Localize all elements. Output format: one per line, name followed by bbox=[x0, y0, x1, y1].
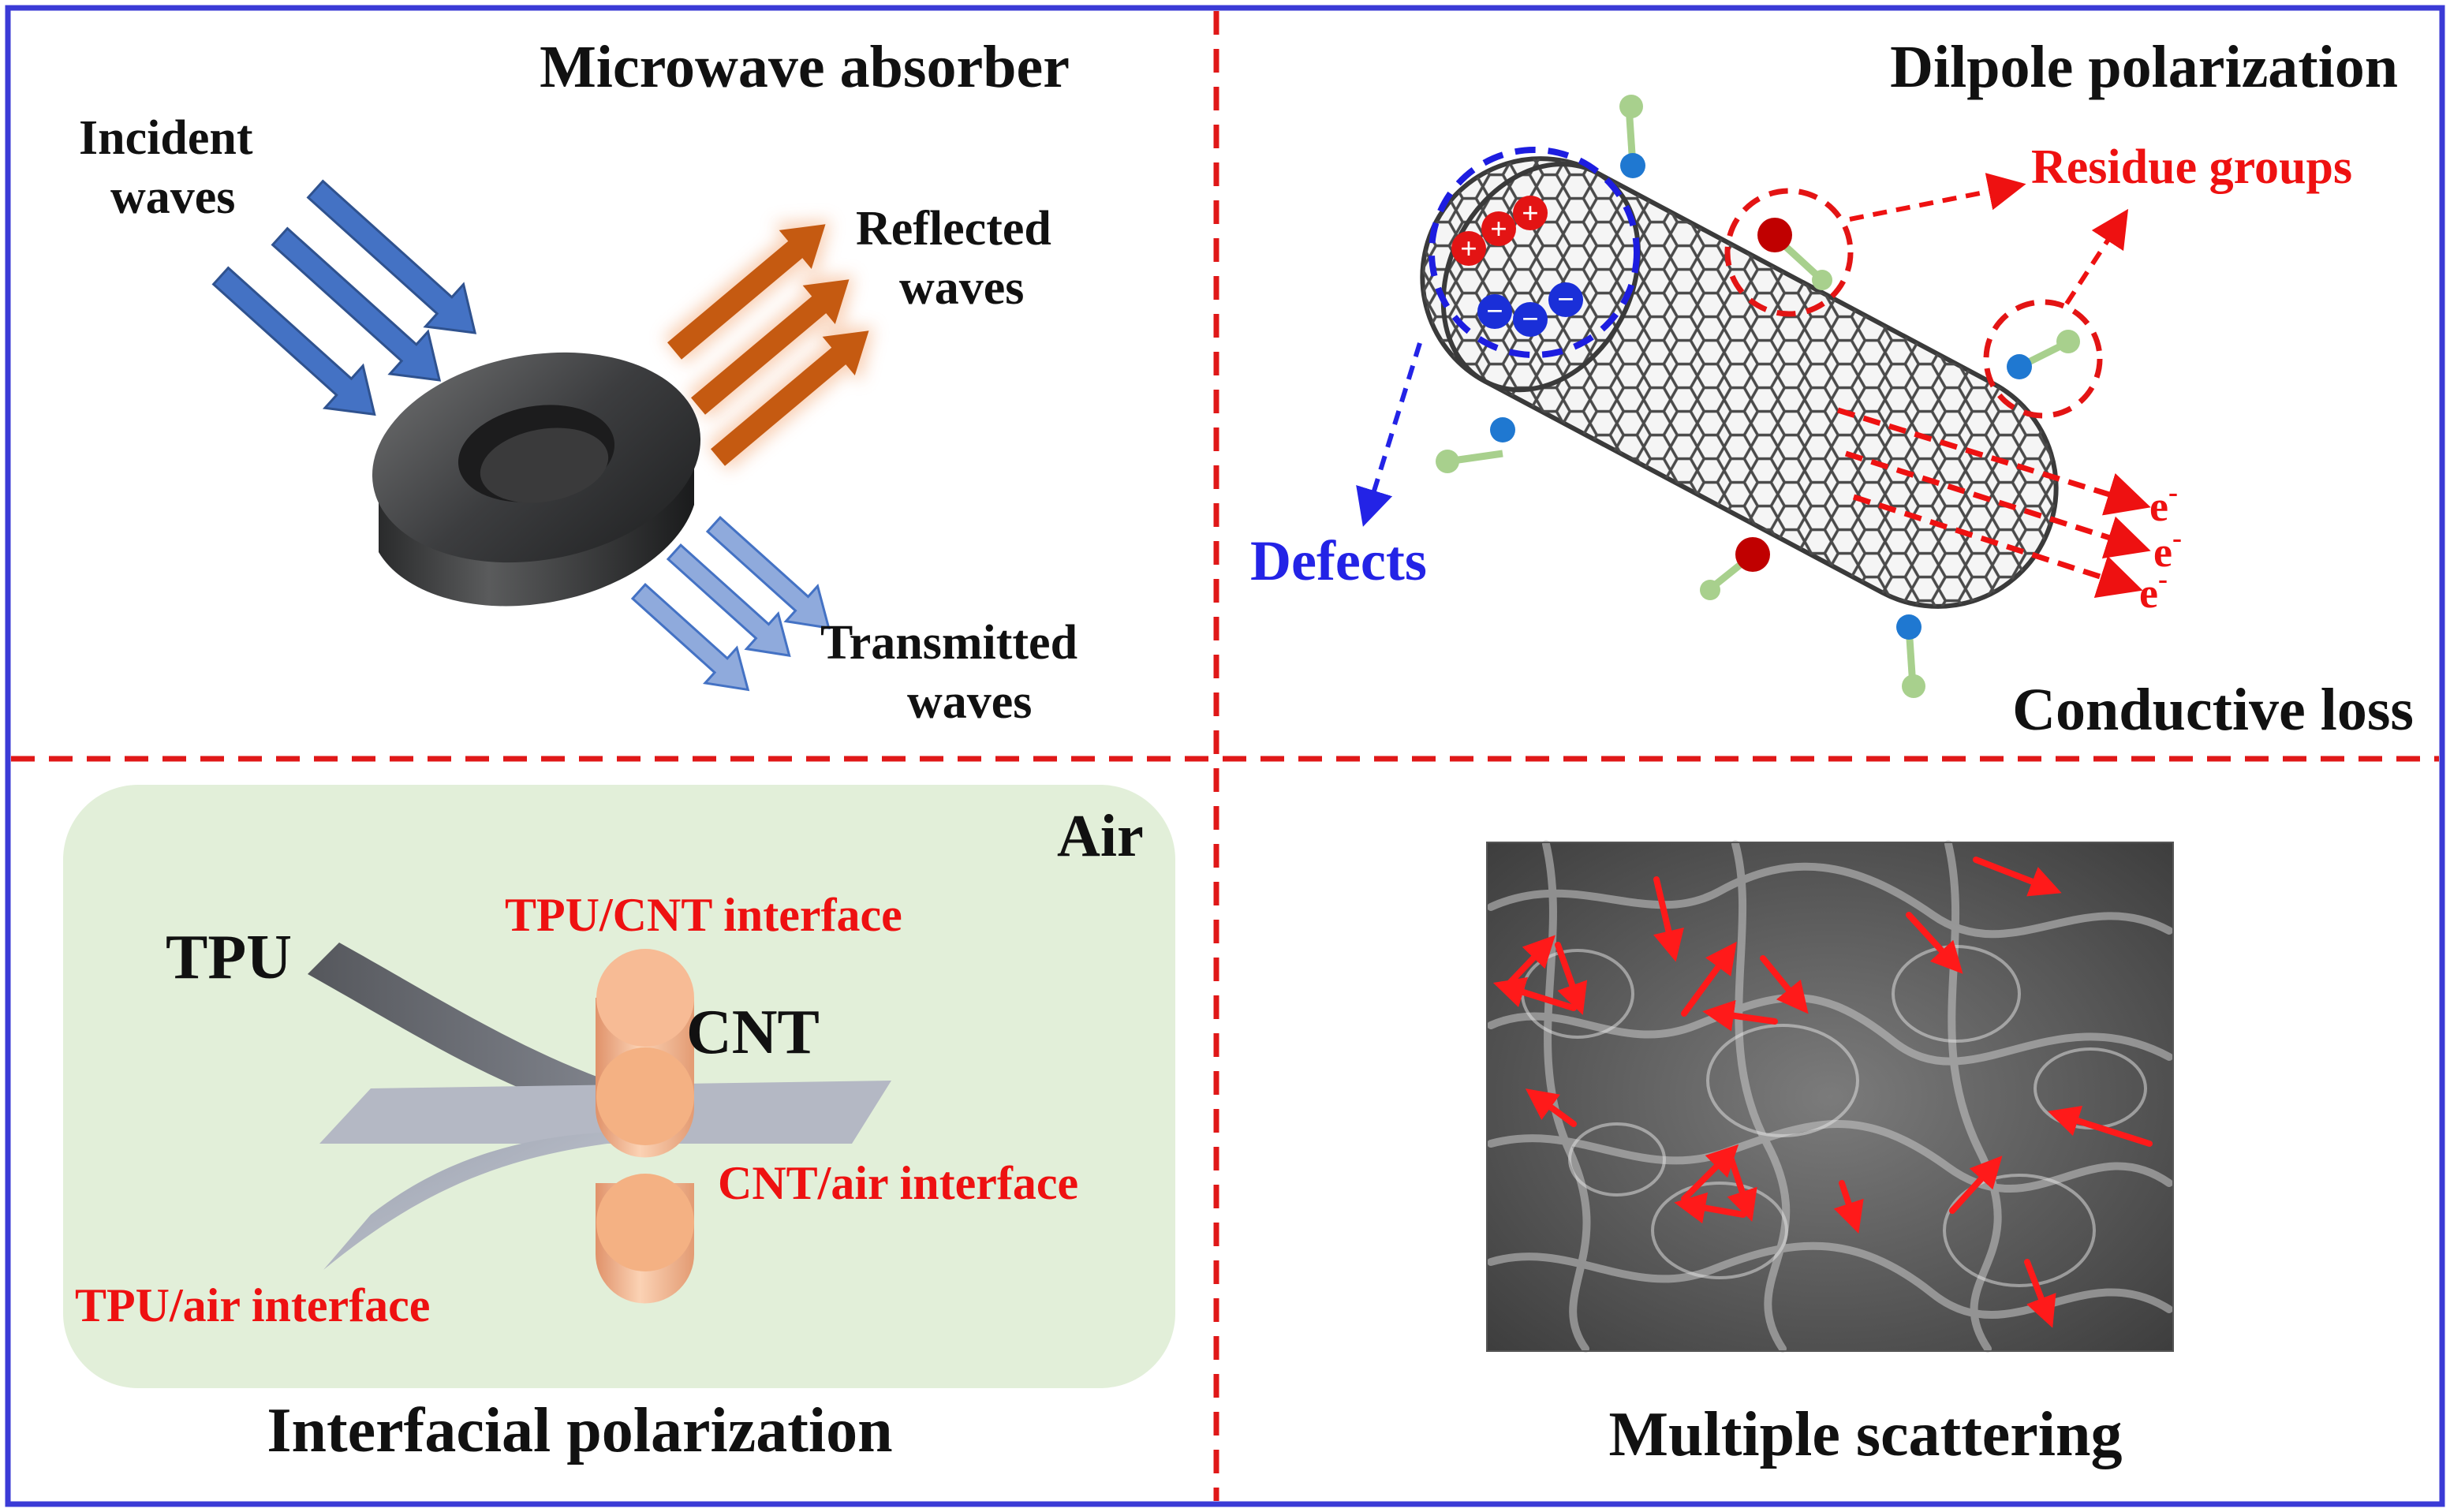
air-label: Air bbox=[1057, 803, 1144, 869]
sem-micrograph bbox=[1486, 840, 2174, 1353]
transmitted-wave-arrows bbox=[630, 515, 831, 692]
panel-title-multiple-scattering: Multiple scattering bbox=[1609, 1400, 2123, 1469]
panel-multiple-scattering: Multiple scattering bbox=[1486, 840, 2174, 1469]
svg-text:e-: e- bbox=[2149, 476, 2178, 530]
panel-microwave-absorber: Microwave absorber Incident waves Reflec… bbox=[79, 34, 1077, 729]
tpu-lower-sheet bbox=[323, 1132, 615, 1270]
plus-sign: + bbox=[1522, 197, 1539, 230]
residue-group-molecules bbox=[1436, 95, 2080, 698]
reflected-label-line1: Reflected bbox=[856, 202, 1051, 256]
tpu-air-interface-label: TPU/air interface bbox=[75, 1279, 430, 1331]
electron-labels: e- e- e- bbox=[2139, 476, 2182, 617]
negative-charges: − − − bbox=[1477, 282, 1583, 337]
svg-text:e-: e- bbox=[2139, 563, 2168, 617]
minus-sign: − bbox=[1522, 303, 1539, 336]
tpu-cnt-interface-label: TPU/CNT interface bbox=[505, 889, 902, 941]
cnt-cylinders bbox=[596, 949, 694, 1304]
plus-sign: + bbox=[1490, 213, 1507, 246]
residue-pointer-2 bbox=[2064, 208, 2129, 305]
incident-label-line2: waves bbox=[110, 170, 235, 224]
reflected-wave-arrows bbox=[663, 220, 874, 471]
electron-flow-arrows bbox=[1836, 407, 2151, 599]
residue-pointer-1 bbox=[1849, 173, 2026, 222]
minus-sign: − bbox=[1486, 295, 1503, 328]
panel-title-microwave-absorber: Microwave absorber bbox=[540, 34, 1070, 100]
residue-circle-1 bbox=[1724, 188, 1854, 317]
reflected-label-line2: waves bbox=[899, 261, 1024, 315]
cnt-air-interface-label: CNT/air interface bbox=[718, 1157, 1078, 1209]
positive-charges: + + + bbox=[1451, 196, 1548, 266]
residue-groups-label: Residue groups bbox=[2031, 140, 2352, 194]
incident-label-line1: Incident bbox=[79, 111, 253, 165]
defects-circle bbox=[1429, 147, 1640, 358]
defects-pointer bbox=[1356, 342, 1422, 527]
svg-text:e-: e- bbox=[2153, 522, 2182, 576]
transmitted-label-line2: waves bbox=[907, 675, 1032, 729]
panel-dipole-polarization: Dilpole polarization + + + − − − bbox=[1250, 34, 2414, 743]
minus-sign: − bbox=[1557, 283, 1574, 316]
residue-circle-2 bbox=[1983, 299, 2103, 419]
plus-sign: + bbox=[1460, 233, 1477, 266]
panel-interfacial-polarization: Air TPU CNT TPU/CNT interface CNT/air in… bbox=[63, 785, 1175, 1465]
defects-label: Defects bbox=[1250, 529, 1427, 592]
tpu-label: TPU bbox=[166, 923, 292, 992]
ferrite-ring-absorber bbox=[372, 352, 701, 607]
panel-title-dipole-polarization: Dilpole polarization bbox=[1890, 34, 2398, 100]
panel-title-interfacial-polarization: Interfacial polarization bbox=[267, 1396, 892, 1465]
conductive-loss-label: Conductive loss bbox=[2012, 677, 2414, 743]
scattering-arrows bbox=[1492, 857, 2153, 1328]
transmitted-label-line1: Transmitted bbox=[820, 616, 1077, 670]
incident-wave-arrows bbox=[211, 179, 477, 416]
cnt-label: CNT bbox=[686, 998, 820, 1067]
outer-frame bbox=[5, 5, 2445, 1507]
